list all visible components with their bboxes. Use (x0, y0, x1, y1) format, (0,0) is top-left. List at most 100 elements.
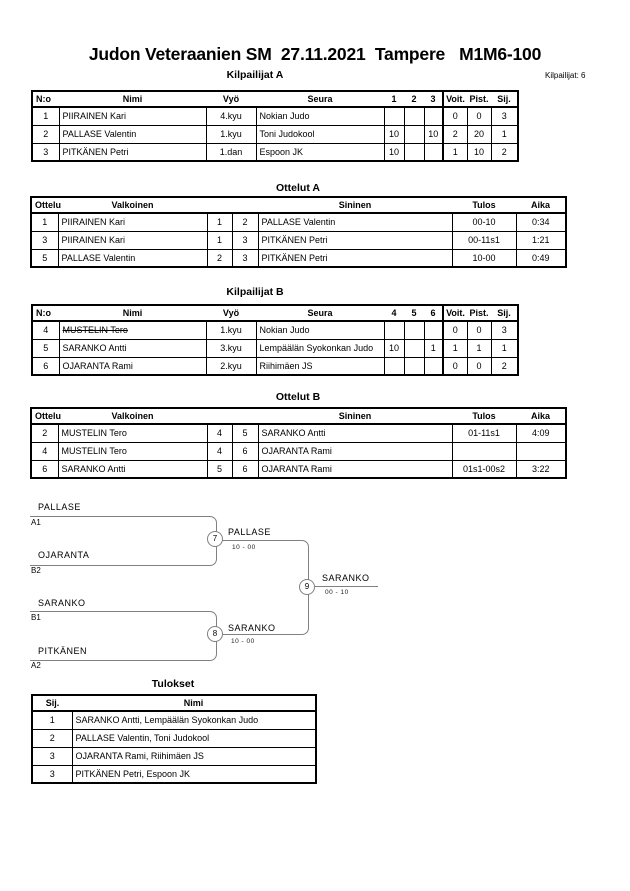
cell-tulos: 10-00 (451, 248, 517, 268)
cell-blue-no: 6 (231, 459, 259, 479)
header-tulos: Tulos (452, 408, 516, 425)
bracket-match-score: 10 - 00 (231, 638, 255, 645)
header-row: Ottelu Valkoinen Sininen Tulos Aika (31, 408, 566, 425)
match-number-circle-9: 9 (299, 579, 315, 595)
cell-white-no: 2 (206, 248, 233, 268)
cell-vyo: 4.kyu (205, 106, 257, 126)
competitor-row: 5 SARANKO Antti 3.kyu Lempäälän Syokonka… (31, 338, 519, 358)
cell-voit: 2 (442, 124, 468, 144)
cell-nimi: PALLASE Valentin, Toni Judokool (71, 728, 317, 748)
match-number-circle-8: 8 (207, 626, 223, 642)
cell-pist: 20 (466, 124, 492, 144)
cell-sij: 1 (490, 124, 519, 144)
cell-aika: 0:49 (515, 248, 567, 268)
cell-sininen: OJARANTA Rami (257, 459, 453, 479)
cell-aika: 1:21 (515, 230, 567, 250)
result-row: 2 PALLASE Valentin, Toni Judokool (31, 728, 317, 748)
header-spacer (232, 408, 258, 425)
header-pist: Pist. (467, 91, 491, 108)
cell-vyo: 3.kyu (205, 338, 257, 358)
bracket-entry-name: PITKÄNEN (38, 646, 88, 656)
cell-tulos: 00-11s1 (451, 230, 517, 250)
cell-valkoinen: PIIRAINEN Kari (57, 230, 208, 250)
match-row: 3 PIIRAINEN Kari 1 3 PITKÄNEN Petri 00-1… (30, 230, 567, 250)
cell-voit: 0 (442, 106, 468, 126)
cell-valkoinen: PALLASE Valentin (57, 248, 208, 268)
cell-aika: 4:09 (515, 423, 567, 443)
table-kilpailijat-b: N:o Nimi Vyö Seura 4 5 6 Voit. Pist. Sij… (31, 304, 519, 376)
cell-white-no: 4 (206, 441, 233, 461)
bracket-match-score: 00 - 10 (325, 589, 349, 596)
cell-nimi: SARANKO Antti (58, 338, 207, 358)
cell-voit: 0 (442, 320, 468, 340)
header-voit: Voit. (442, 91, 467, 108)
cell-pist: 1 (466, 338, 492, 358)
cell-no: 2 (31, 124, 60, 144)
competitor-row: 2 PALLASE Valentin 1.kyu Toni Judokool 1… (31, 124, 519, 144)
header-seura: Seura (256, 91, 384, 108)
bracket-entry-name: OJARANTA (38, 550, 90, 560)
header-3: 3 (424, 91, 443, 108)
cell-sininen: OJARANTA Rami (257, 441, 453, 461)
table-kilpailijat-a: N:o Nimi Vyö Seura 1 2 3 Voit. Pist. Sij… (31, 90, 519, 162)
cell-tulos: 01-11s1 (451, 423, 517, 443)
header-spacer (207, 408, 232, 425)
cell-pist: 0 (466, 106, 492, 126)
cell-nimi: PITKÄNEN Petri, Espoon JK (71, 764, 317, 784)
cell-nimi: OJARANTA Rami (58, 356, 207, 376)
table-tulokset: Sij. Nimi 1 SARANKO Antti, Lempäälän Syo… (31, 694, 317, 784)
competitor-row: 4 MUSTELIN Tero 1.kyu Nokian Judo 0 0 3 (31, 320, 519, 340)
header-vyo: Vyö (206, 91, 256, 108)
section-title-kilpailijat-a: Kilpailijat A (226, 69, 284, 81)
bracket-match-score: 10 - 00 (232, 544, 256, 551)
header-no: N:o (32, 305, 59, 322)
header-sij: Sij. (32, 695, 72, 712)
cell-seura: Lempäälän Syokonkan Judo (255, 338, 385, 358)
cell-sininen: PALLASE Valentin (257, 212, 453, 232)
header-valkoinen: Valkoinen (58, 408, 207, 425)
cell-seura: Toni Judokool (255, 124, 385, 144)
cell-sij: 2 (31, 728, 73, 748)
cell-1: 10 (383, 142, 405, 162)
cell-sij: 1 (31, 710, 73, 730)
header-no: N:o (32, 91, 59, 108)
cell-3: 10 (423, 124, 444, 144)
cell-voit: 0 (442, 356, 468, 376)
cell-ottelu: 6 (30, 459, 59, 479)
header-nimi: Nimi (72, 695, 316, 712)
cell-5 (403, 338, 425, 358)
header-ottelu: Ottelu (31, 408, 61, 425)
cell-pist: 0 (466, 356, 492, 376)
cell-tulos (451, 441, 517, 461)
cell-vyo: 1.dan (205, 142, 257, 162)
cell-aika: 0:34 (515, 212, 567, 232)
header-6: 6 (424, 305, 443, 322)
cell-sininen: SARANKO Antti (257, 423, 453, 443)
cell-white-no: 1 (206, 230, 233, 250)
cell-blue-no: 5 (231, 423, 259, 443)
cell-no: 3 (31, 142, 60, 162)
section-title-ottelut-b: Ottelut B (275, 391, 321, 403)
match-row: 1 PIIRAINEN Kari 1 2 PALLASE Valentin 00… (30, 212, 567, 232)
cell-aika: 3:22 (515, 459, 567, 479)
cell-4: 10 (383, 338, 405, 358)
cell-blue-no: 3 (231, 230, 259, 250)
competitor-row: 1 PIIRAINEN Kari 4.kyu Nokian Judo 0 0 3 (31, 106, 519, 126)
cell-tulos: 01s1-00s2 (451, 459, 517, 479)
header-nimi: Nimi (59, 91, 206, 108)
cell-ottelu: 4 (30, 441, 59, 461)
cell-1 (383, 106, 405, 126)
bracket-entry-seed: A2 (31, 661, 41, 670)
cell-2 (403, 106, 425, 126)
result-row: 3 OJARANTA Rami, Riihimäen JS (31, 746, 317, 766)
match-row: 5 PALLASE Valentin 2 3 PITKÄNEN Petri 10… (30, 248, 567, 268)
cell-6: 1 (423, 338, 444, 358)
match-number-circle-7: 7 (207, 531, 223, 547)
match-row: 2 MUSTELIN Tero 4 5 SARANKO Antti 01-11s… (30, 423, 567, 443)
cell-nimi-struck: MUSTELIN Tero (58, 320, 207, 340)
header-sij: Sij. (491, 91, 518, 108)
cell-white-no: 4 (206, 423, 233, 443)
bracket-line-winner9 (313, 586, 378, 587)
header-spacer (232, 197, 258, 214)
header-4: 4 (384, 305, 404, 322)
